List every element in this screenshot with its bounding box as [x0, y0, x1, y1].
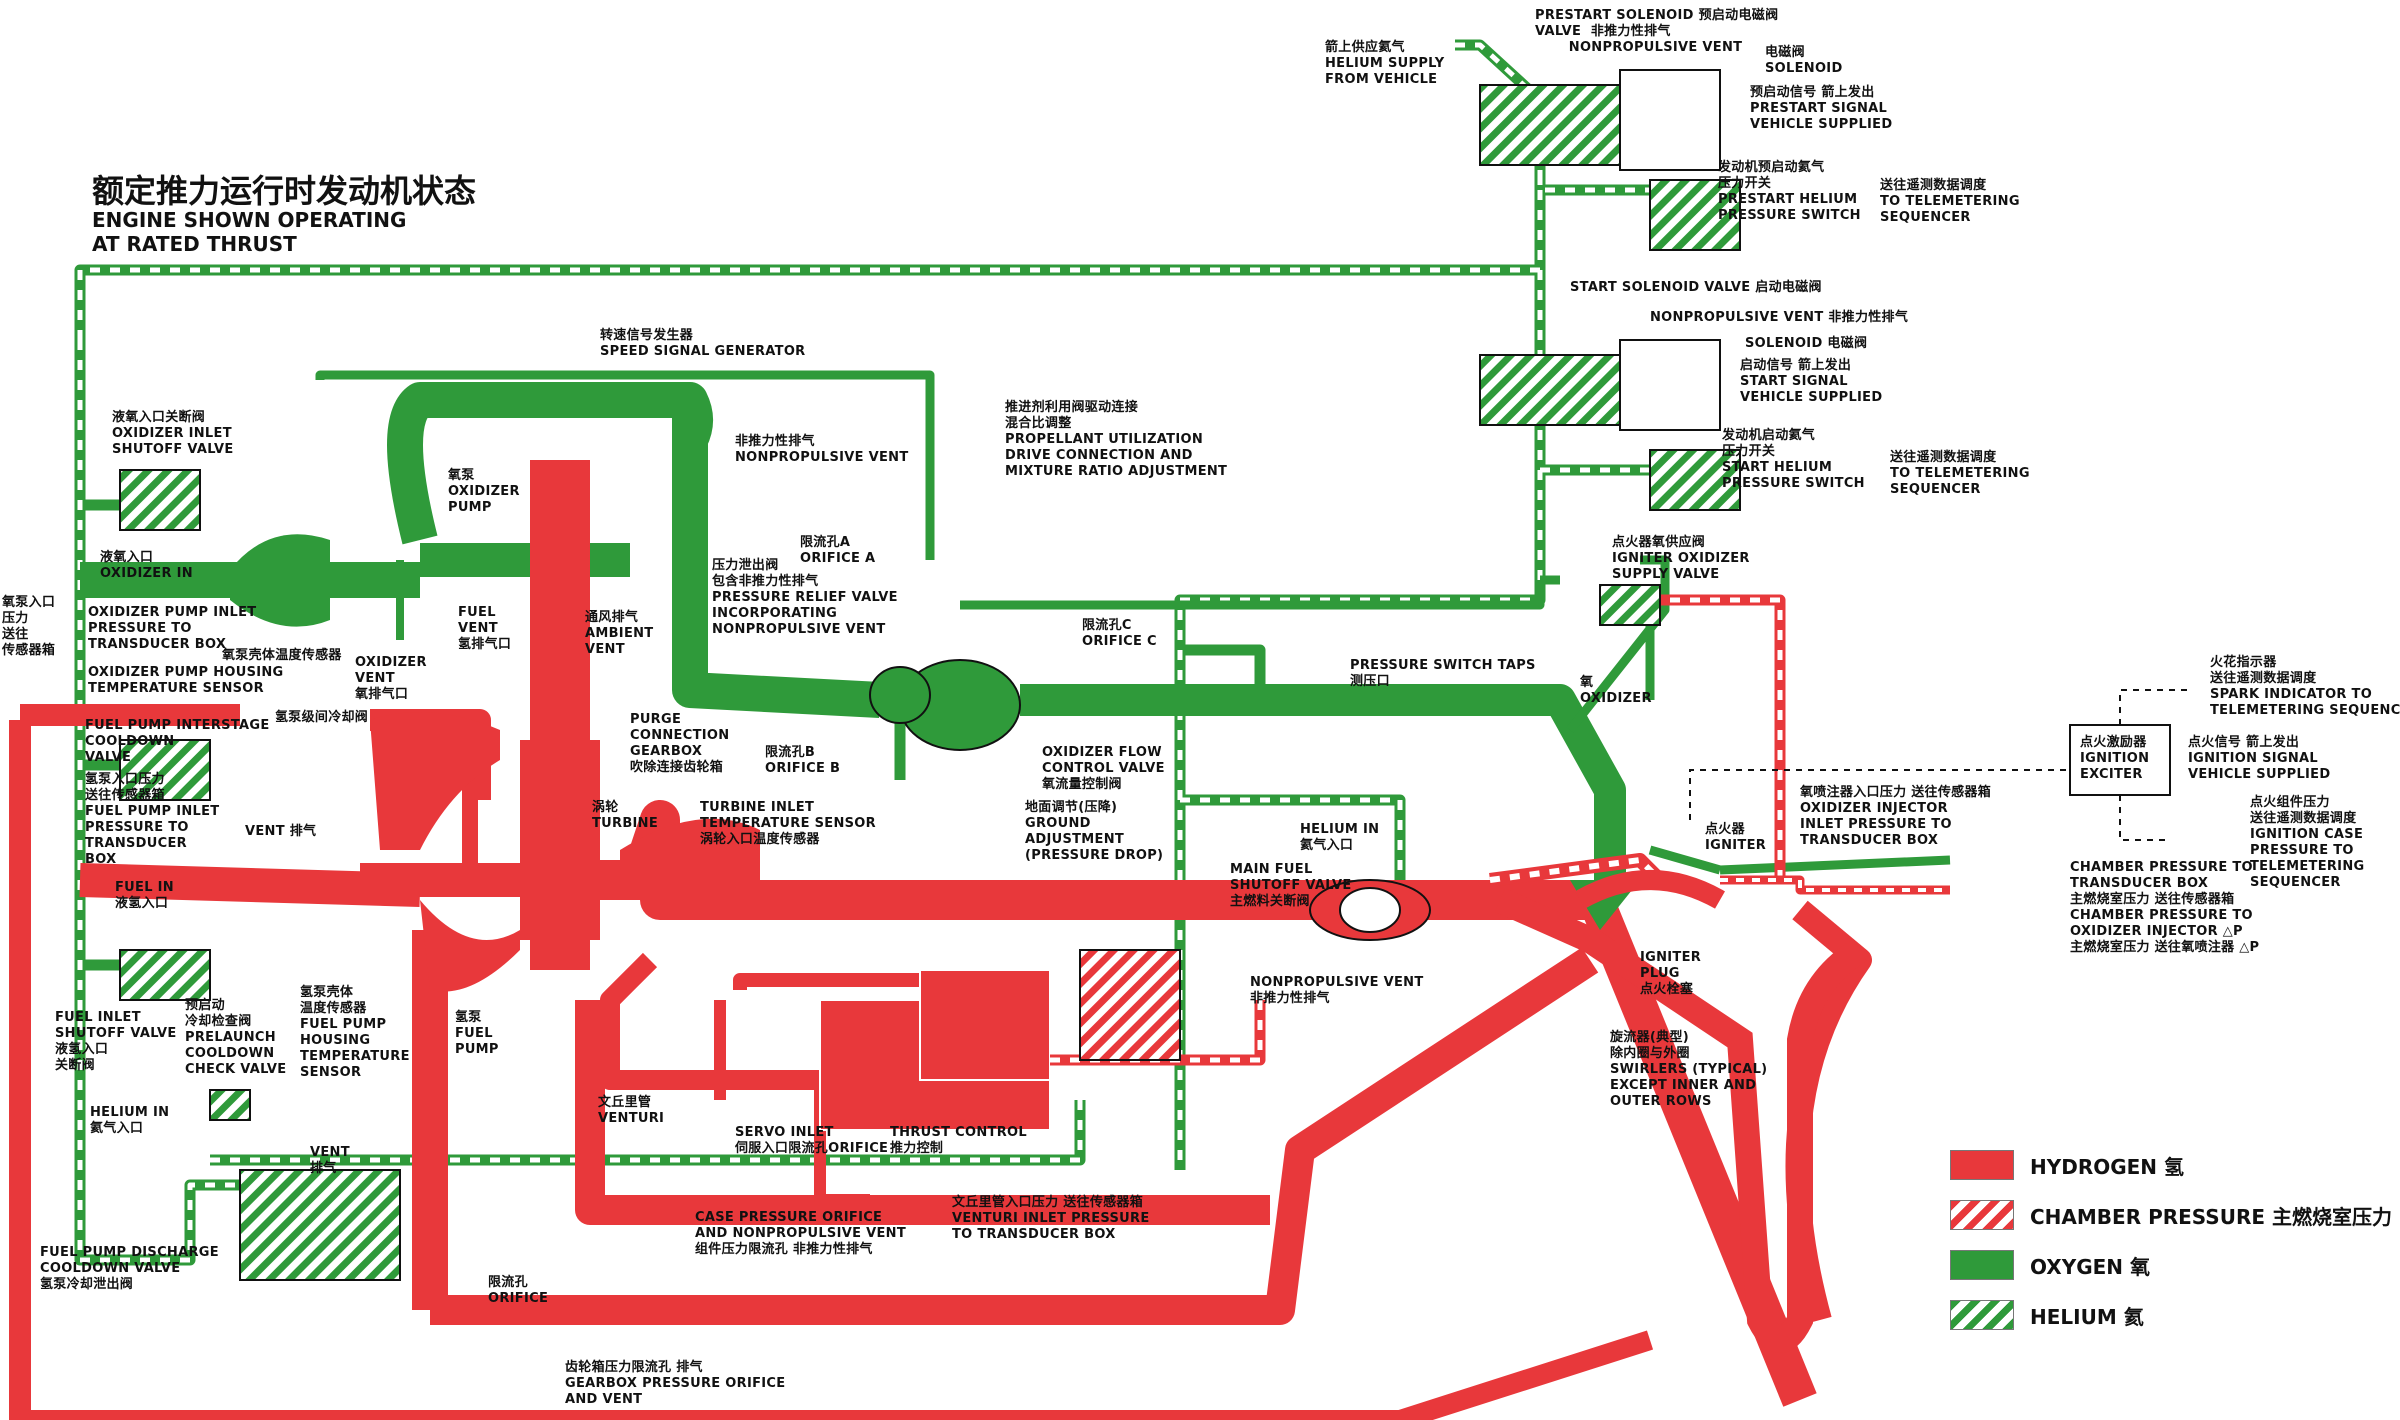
igniter-ox-valve-label: 点火器氧供应阀 IGNITER OXIDIZER SUPPLY VALVE: [1612, 535, 1750, 582]
legend-label: OXYGEN 氧: [2030, 1254, 2150, 1279]
to-telemetering-label-2: 送往遥测数据调度 TO TELEMETERING SEQUENCER: [1890, 450, 2030, 497]
ignition-wiring: [1689, 689, 2190, 841]
oxidizer-housing-cn-label: 氧泵壳体温度传感器: [222, 648, 342, 663]
servo-inlet-label: SERVO INLET 伺服入口限流孔ORIFICE: [735, 1125, 889, 1156]
fuel-housing-label: 氢泵壳体 温度传感器 FUEL PUMP HOUSING TEMPERATURE…: [300, 985, 410, 1080]
start-switch-label: 发动机启动氦气 压力开关 START HELIUM PRESSURE SWITC…: [1722, 428, 1865, 491]
solenoid-label-1: 电磁阀 SOLENOID: [1765, 45, 1843, 76]
title-chinese: 额定推力运行时发动机状态: [92, 172, 477, 210]
chamber-pressure-td-label: CHAMBER PRESSURE TO TRANSDUCER BOX 主燃烧室压…: [2070, 860, 2260, 955]
helium-swatch: [1950, 1300, 2014, 1330]
legend-item-helium: HELIUM 氦: [1950, 1290, 2392, 1340]
chamber-pressure-swatch: [1950, 1200, 2014, 1230]
prestart-switch-label: 发动机预启动氦气 压力开关 PRESTART HELIUM PRESSURE S…: [1718, 160, 1861, 223]
legend-item-chamber-pressure: CHAMBER PRESSURE 主燃烧室压力: [1950, 1190, 2392, 1240]
legend-item-oxygen: OXYGEN 氧: [1950, 1240, 2392, 1290]
oxidizer-pump-inlet-label: OXIDIZER PUMP INLET PRESSURE TO TRANSDUC…: [88, 605, 257, 652]
fuel-in-label: FUEL IN 液氢入口: [115, 880, 174, 911]
hydrogen-swatch: [1950, 1150, 2014, 1180]
ambient-vent-label: 通风排气 AMBIENT VENT: [585, 610, 654, 657]
oxidizer-in-label: 液氧入口 OXIDIZER IN: [100, 550, 193, 581]
nonpropulsive-vent-label-2: NONPROPULSIVE VENT 非推力性排气: [1650, 310, 1909, 325]
vent-label-1: VENT 排气: [245, 824, 317, 839]
gearbox-orifice-label: 齿轮箱压力限流孔 排气 GEARBOX PRESSURE ORIFICE AND…: [565, 1360, 786, 1407]
orifice-c-label: 限流孔C ORIFICE C: [1082, 618, 1157, 649]
ignition-case-pressure-label: 点火组件压力 送往遥测数据调度 IGNITION CASE PRESSURE T…: [2250, 795, 2365, 890]
venturi-inlet-label: 文丘里管入口压力 送往传感器箱 VENTURI INLET PRESSURE T…: [952, 1195, 1150, 1242]
oxidizer-inlet-valve-label: 液氧入口关断阀 OXIDIZER INLET SHUTOFF VALVE: [112, 410, 234, 457]
legend-item-hydrogen: HYDROGEN 氢: [1950, 1140, 2392, 1190]
thrust-chamber-nozzle: [1494, 870, 1867, 1353]
oxygen-lines: [80, 370, 1951, 880]
solenoid-label-2: SOLENOID 电磁阀: [1745, 336, 1868, 351]
component-boxes: [119, 69, 2171, 1281]
start-solenoid-label: START SOLENOID VALVE 启动电磁阀: [1570, 280, 1822, 295]
spark-indicator-label: 火花指示器 送往遥测数据调度 SPARK INDICATOR TO TELEME…: [2210, 655, 2400, 718]
pressure-switch-taps-label: PRESSURE SWITCH TAPS 测压口: [1350, 658, 1536, 689]
ox-injector-pressure-label: 氧喷注器入口压力 送往传感器箱 OXIDIZER INJECTOR INLET …: [1800, 785, 1992, 848]
oxidizer-pressure-cn-label: 氧泵入口 压力 送往 传感器箱: [2, 595, 56, 658]
turbine-label: 涡轮 TURBINE: [592, 800, 659, 831]
legend-label: CHAMBER PRESSURE 主燃烧室压力: [2030, 1204, 2392, 1229]
start-signal-label: 启动信号 箭上发出 START SIGNAL VEHICLE SUPPLIED: [1740, 358, 1883, 405]
vent-label-2: VENT 排气: [310, 1145, 350, 1176]
igniter-plug-label: IGNITER PLUG 点火栓塞: [1640, 950, 1702, 997]
oxidizer-housing-label: OXIDIZER PUMP HOUSING TEMPERATURE SENSOR: [88, 665, 284, 696]
pressure-relief-label: 压力泄出阀 包含非推力性排气 PRESSURE RELIEF VALVE INC…: [712, 558, 898, 637]
ground-adjustment-label: 地面调节(压降) GROUND ADJUSTMENT (PRESSURE DRO…: [1025, 800, 1164, 863]
turbine-inlet-temp-label: TURBINE INLET TEMPERATURE SENSOR 涡轮入口温度传…: [700, 800, 876, 847]
oxidizer-vent-label: OXIDIZER VENT 氧排气口: [355, 655, 427, 702]
orifice-b-label: 限流孔B ORIFICE B: [765, 745, 841, 776]
case-pressure-orifice-label: CASE PRESSURE ORIFICE AND NONPROPULSIVE …: [695, 1210, 906, 1257]
fuel-interstage-cn-label: 氢泵级间冷却阀: [275, 710, 369, 725]
orifice-label: 限流孔 ORIFICE: [488, 1275, 549, 1306]
helium-supply-label: 箭上供应氦气 HELIUM SUPPLY FROM VEHICLE: [1325, 40, 1445, 87]
oxidizer-pump: [230, 534, 1640, 930]
oxidizer-flow-valve-label: OXIDIZER FLOW CONTROL VALVE 氧流量控制阀: [1042, 745, 1165, 792]
venturi-label: 文丘里管 VENTURI: [598, 1095, 665, 1126]
fuel-discharge-valve-label: FUEL PUMP DISCHARGE COOLDOWN VALVE 氢泵冷却泄…: [40, 1245, 219, 1292]
swirlers-label: 旋流器(典型) 除内圈与外圈 SWIRLERS (TYPICAL) EXCEPT…: [1610, 1030, 1768, 1109]
main-fuel-valve-label: MAIN FUEL SHUTOFF VALVE 主燃料关断阀: [1230, 862, 1352, 909]
ignition-signal-label: 点火信号 箭上发出 IGNITION SIGNAL VEHICLE SUPPLI…: [2188, 735, 2331, 782]
prestart-solenoid-label: PRESTART SOLENOID 预启动电磁阀 VALVE 非推力性排气 NO…: [1535, 8, 1779, 55]
orifice-a-label: 限流孔A ORIFICE A: [800, 535, 876, 566]
fuel-inlet-valve-label: FUEL INLET SHUTOFF VALVE 液氢入口 关断阀: [55, 1010, 177, 1073]
fuel-interstage-valve-label: FUEL PUMP INTERSTAGE COOLDOWN VALVE: [85, 718, 270, 765]
oxidizer-label: 氧 OXIDIZER: [1580, 675, 1652, 706]
title-english: ENGINE SHOWN OPERATING AT RATED THRUST: [92, 208, 407, 256]
helium-in-label-1: HELIUM IN 氦气入口: [1300, 822, 1380, 853]
oxygen-swatch: [1950, 1250, 2014, 1280]
purge-gearbox-label: PURGE CONNECTION GEARBOX 吹除连接齿轮箱: [630, 712, 730, 775]
pu-drive-label: 推进剂利用阀驱动连接 混合比调整 PROPELLANT UTILIZATION …: [1005, 400, 1228, 479]
thrust-control-label: THRUST CONTROL 推力控制: [890, 1125, 1027, 1156]
igniter-label: 点火器 IGNITER: [1705, 822, 1767, 853]
fuel-pump-inlet-label: 氢泵入口压力 送往传感器箱 FUEL PUMP INLET PRESSURE T…: [85, 772, 220, 867]
fuel-pump-label: 氢泵 FUEL PUMP: [455, 1010, 499, 1057]
oxidizer-pump-label: 氧泵 OXIDIZER PUMP: [448, 468, 520, 515]
nonpropulsive-vent-label-4: NONPROPULSIVE VENT 非推力性排气: [1250, 975, 1424, 1006]
nonpropulsive-vent-label-3: 非推力性排气 NONPROPULSIVE VENT: [735, 434, 909, 465]
prestart-signal-label: 预启动信号 箭上发出 PRESTART SIGNAL VEHICLE SUPPL…: [1750, 85, 1893, 132]
helium-in-label-2: HELIUM IN 氦气入口: [90, 1105, 170, 1136]
pump-assemblies: [370, 460, 1431, 1131]
fuel-vent-label: FUEL VENT 氢排气口: [458, 605, 512, 652]
to-telemetering-label-1: 送往遥测数据调度 TO TELEMETERING SEQUENCER: [1880, 178, 2020, 225]
ignition-exciter-label: 点火激励器 IGNITION EXCITER: [2080, 735, 2150, 782]
legend-label: HELIUM 氦: [2030, 1304, 2144, 1329]
speed-signal-label: 转速信号发生器 SPEED SIGNAL GENERATOR: [600, 328, 806, 359]
legend: HYDROGEN 氢 CHAMBER PRESSURE 主燃烧室压力 OXYGE…: [1950, 1140, 2392, 1340]
prelaunch-check-label: 预启动 冷却检查阀 PRELAUNCH COOLDOWN CHECK VALVE: [185, 998, 287, 1077]
legend-label: HYDROGEN 氢: [2030, 1154, 2185, 1179]
